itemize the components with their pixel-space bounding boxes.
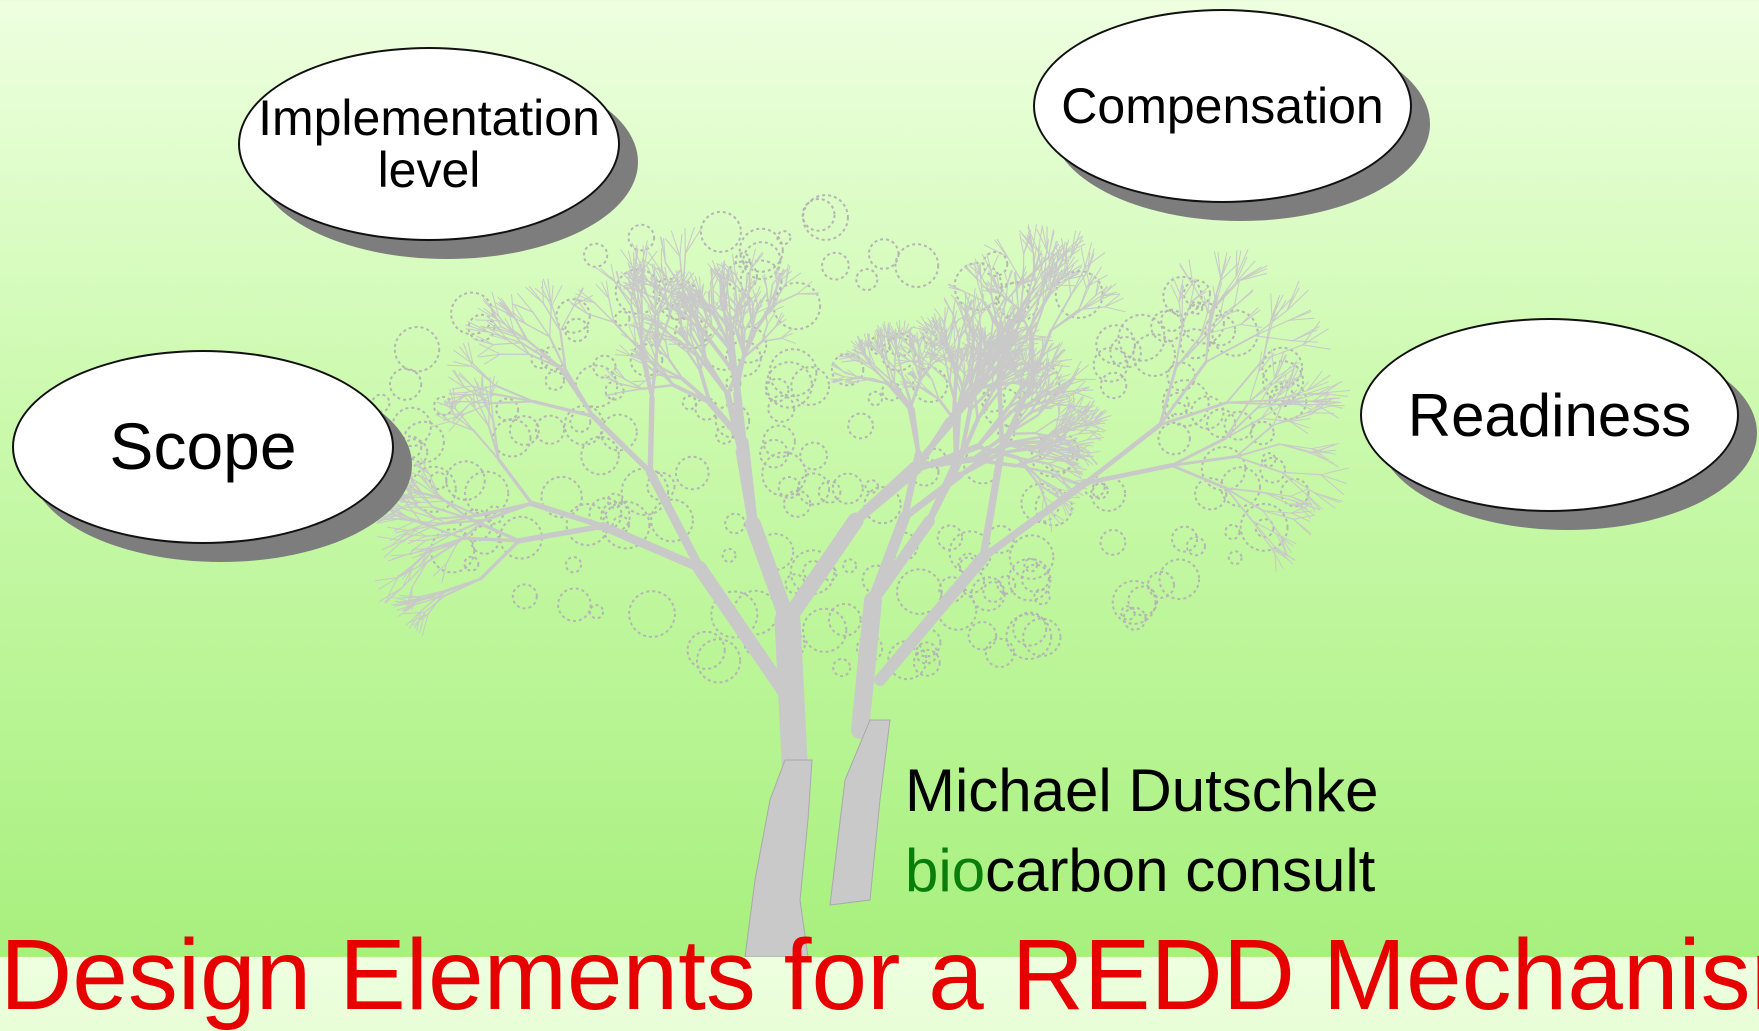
implementation-label: Implementation xyxy=(258,92,600,145)
org-prefix: bio xyxy=(905,837,985,904)
author-name: Michael Dutschke xyxy=(905,756,1379,825)
scope-label: Scope xyxy=(109,412,296,481)
org-rest: carbon consult xyxy=(985,837,1375,904)
slide-title: Design Elements for a REDD Mechanism xyxy=(0,925,1759,1025)
readiness-label: Readiness xyxy=(1408,384,1692,447)
implementation-level-bubble: Implementation level xyxy=(238,47,620,241)
compensation-bubble: Compensation xyxy=(1033,9,1412,203)
level-label: level xyxy=(258,144,600,197)
scope-bubble: Scope xyxy=(12,350,394,544)
compensation-label: Compensation xyxy=(1061,80,1383,133)
author-organization: biocarbon consult xyxy=(905,836,1375,905)
readiness-bubble: Readiness xyxy=(1360,318,1739,512)
